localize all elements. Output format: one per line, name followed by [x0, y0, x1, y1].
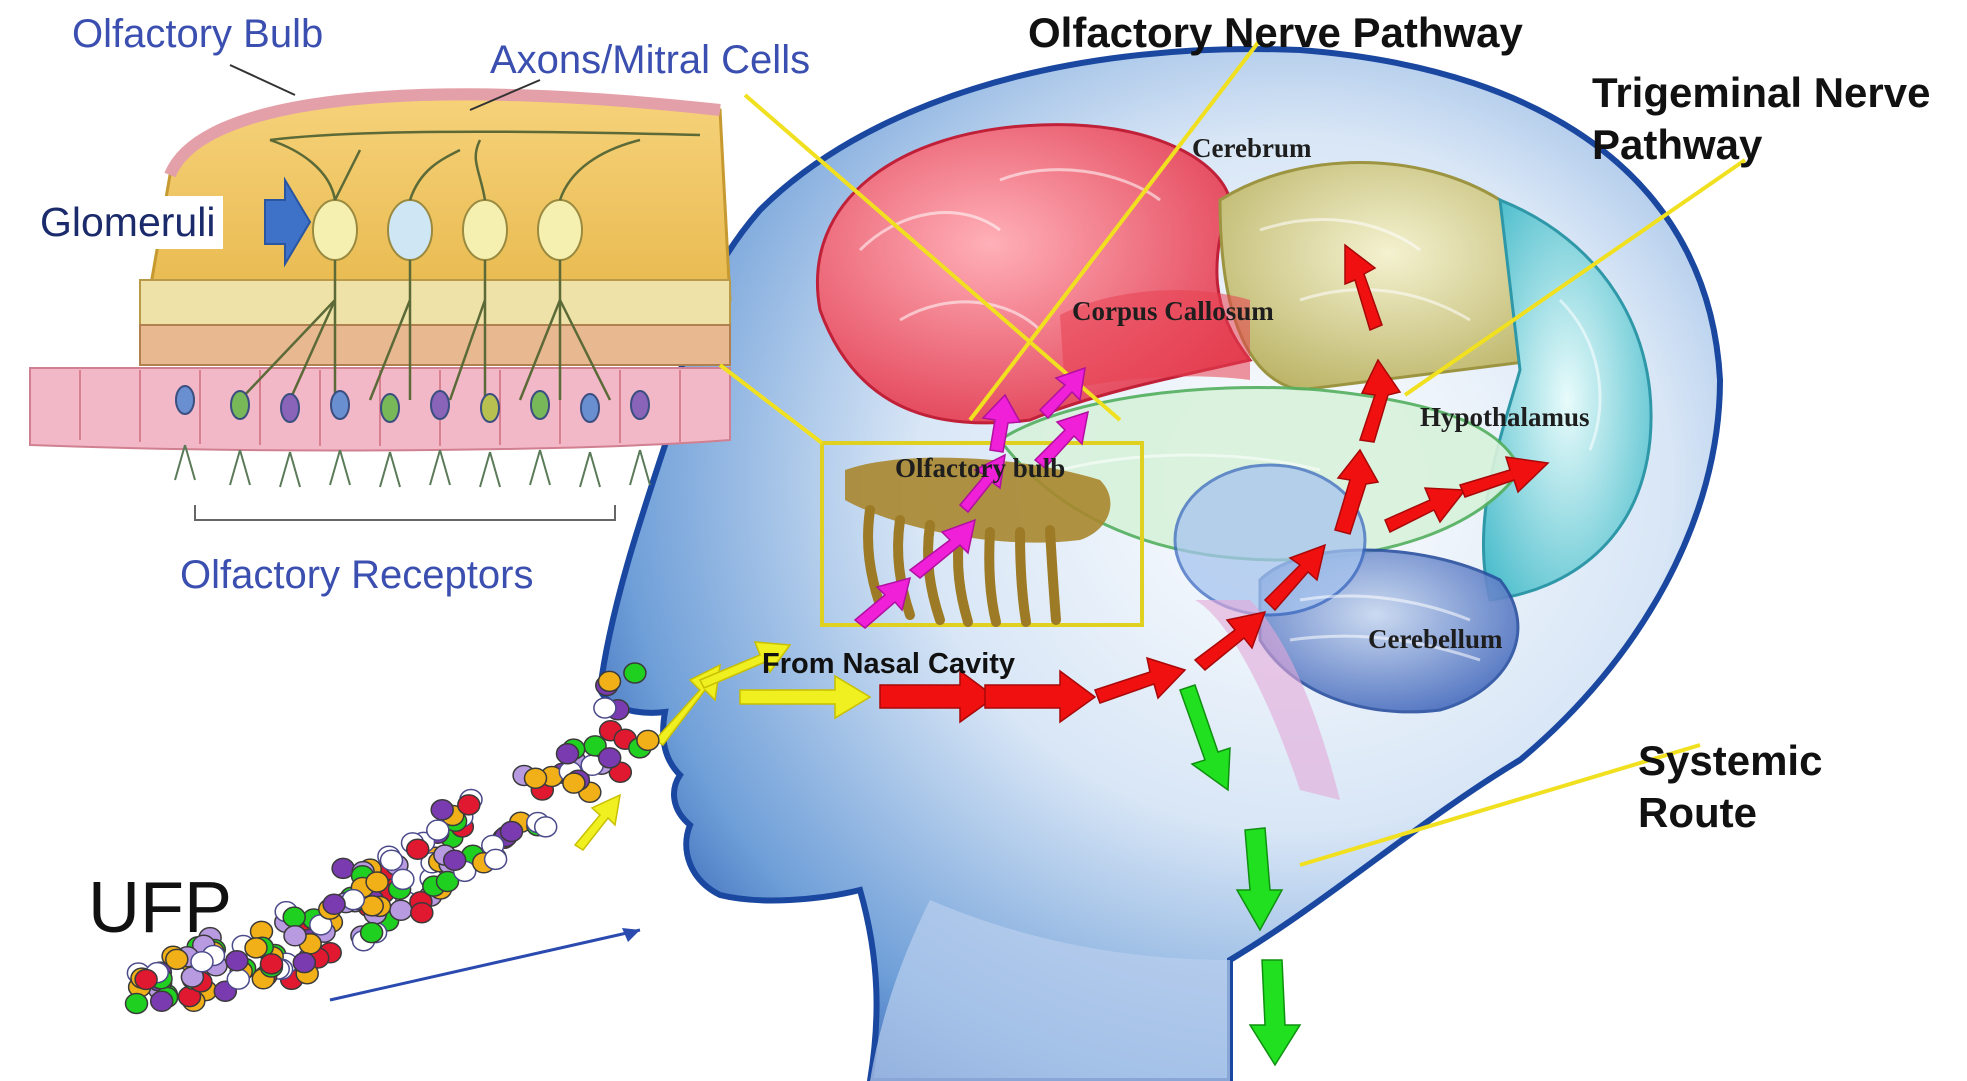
ufp-particle: [594, 698, 616, 718]
ufp-particle: [599, 748, 621, 768]
label-hypothalamus: Hypothalamus: [1420, 404, 1590, 431]
ufp-particle: [261, 954, 283, 974]
ufp-particle: [458, 795, 480, 815]
label-olfactory-bulb: Olfactory Bulb: [72, 14, 323, 54]
label-olfactory-bulb-region: Olfactory bulb: [895, 455, 1065, 482]
ufp-particle: [431, 800, 453, 820]
ufp-particle: [390, 900, 412, 920]
ufp-particle: [411, 903, 433, 923]
ufp-particle: [485, 849, 507, 869]
ufp-particle: [361, 923, 383, 943]
ufp-particle: [599, 671, 621, 691]
ufp-particle: [283, 907, 305, 927]
label-systemic-line2: Route: [1638, 792, 1757, 834]
ufp-particle: [392, 869, 414, 889]
label-systemic-line1: Systemic: [1638, 740, 1822, 782]
ufp-particle: [293, 953, 315, 973]
ufp-particle: [637, 730, 659, 750]
ufp-particle: [563, 773, 585, 793]
label-axons-mitral-cells: Axons/Mitral Cells: [490, 40, 810, 80]
label-cerebrum: Cerebrum: [1192, 135, 1311, 162]
ufp-particle: [323, 894, 345, 914]
ufp-particle: [535, 817, 557, 837]
label-corpus-callosum: Corpus Callosum: [1072, 298, 1274, 325]
ufp-particle-cloud: [126, 663, 659, 1014]
ufp-particle: [427, 820, 449, 840]
ufp-particle: [366, 872, 388, 892]
ufp-particle: [407, 839, 429, 859]
ufp-particle: [624, 663, 646, 683]
label-trigeminal-line2: Pathway: [1592, 124, 1762, 166]
ufp-particle: [245, 938, 267, 958]
ufp-particle: [227, 969, 249, 989]
ufp-particle: [151, 991, 173, 1011]
label-olfactory-receptors: Olfactory Receptors: [180, 555, 533, 595]
olfactory-bulb-inset: [30, 65, 730, 520]
label-trigeminal-line1: Trigeminal Nerve: [1592, 72, 1930, 114]
ufp-particle: [226, 951, 248, 971]
ufp-particle: [135, 970, 157, 990]
ufp-particle: [126, 994, 148, 1014]
ufp-particle: [444, 850, 466, 870]
label-cerebellum: Cerebellum: [1368, 626, 1502, 653]
ufp-particle: [166, 949, 188, 969]
label-ufp: UFP: [88, 872, 232, 944]
ufp-particle: [525, 768, 547, 788]
label-glomeruli: Glomeruli: [32, 196, 223, 249]
ufp-particle: [381, 850, 403, 870]
ufp-flow-arrowhead: [622, 928, 640, 942]
ufp-particle: [501, 822, 523, 842]
ufp-particle: [191, 952, 213, 972]
label-from-nasal-cavity: From Nasal Cavity: [762, 650, 1015, 679]
ufp-particle: [284, 926, 306, 946]
limbic-region: [1175, 465, 1365, 615]
ufp-particle: [557, 744, 579, 764]
label-olfactory-nerve-pathway: Olfactory Nerve Pathway: [1028, 12, 1523, 54]
